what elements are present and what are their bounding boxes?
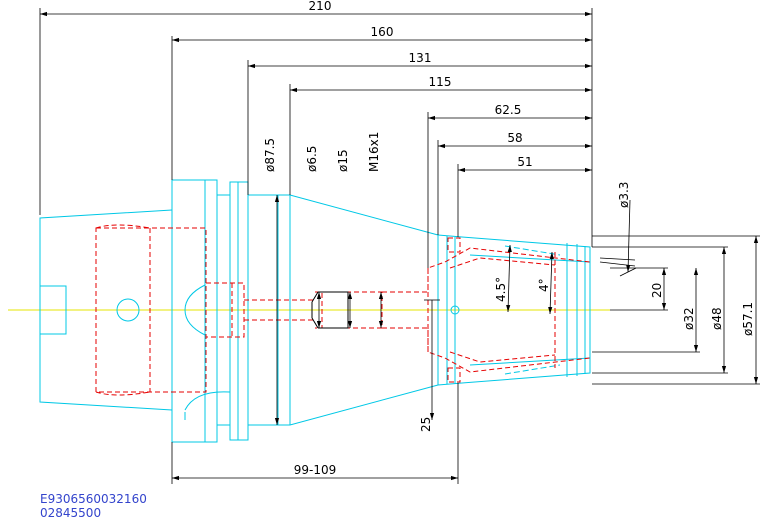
dim-angle-4: 4° xyxy=(537,278,551,292)
dim-99-109: 99-109 xyxy=(294,463,337,477)
dim-115: 115 xyxy=(429,75,452,89)
holder-outline xyxy=(39,179,591,443)
dim-phi6-5: ø6.5 xyxy=(305,146,319,172)
dim-160: 160 xyxy=(371,25,394,39)
dim-phi87-5: ø87.5 xyxy=(263,138,277,172)
dim-131: 131 xyxy=(409,51,432,65)
dim-phi3-3: ø3.3 xyxy=(617,182,631,208)
dim-20: 20 xyxy=(650,283,664,298)
dim-58: 58 xyxy=(507,131,522,145)
dim-51: 51 xyxy=(517,155,532,169)
order-code: 02845500 xyxy=(40,506,102,520)
dim-phi15: ø15 xyxy=(336,149,350,172)
dim-25: 25 xyxy=(419,417,433,432)
dim-angle-4-5: 4.5° xyxy=(494,277,508,302)
dim-phi57-1: ø57.1 xyxy=(741,302,755,336)
dim-m16x1: M16x1 xyxy=(367,132,381,172)
dimension-text: 210 160 131 115 62.5 58 51 99-109 ø87.5 … xyxy=(263,0,755,477)
dim-phi48: ø48 xyxy=(710,307,724,330)
dimension-lines xyxy=(39,8,760,484)
dim-210: 210 xyxy=(309,0,332,13)
dim-phi32: ø32 xyxy=(682,307,696,330)
hidden-lines xyxy=(95,224,591,396)
dim-62-5: 62.5 xyxy=(495,103,522,117)
part-code: E9306560032160 xyxy=(40,492,147,506)
